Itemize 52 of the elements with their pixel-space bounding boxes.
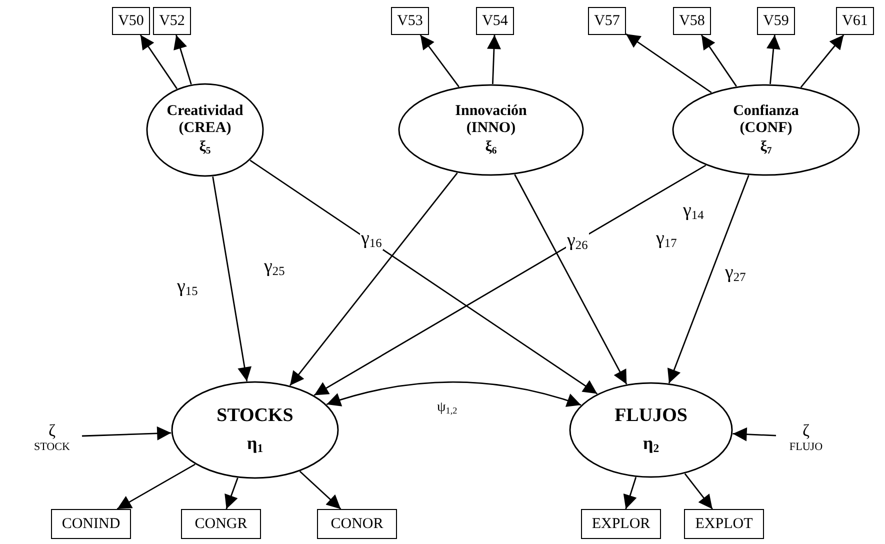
indicator-box: V59	[757, 7, 795, 35]
arrow	[766, 34, 780, 84]
variable-name: FLUJOS	[614, 404, 688, 427]
arrow	[420, 34, 460, 88]
arrow	[800, 34, 844, 88]
arrow	[626, 33, 712, 94]
indicator-box: V53	[391, 7, 429, 35]
indicator-box: V57	[588, 7, 626, 35]
variable-name: Innovación (INNO)	[454, 102, 528, 138]
edge-label: ψ$_{1,2}$	[436, 400, 458, 416]
arrow	[299, 470, 342, 510]
arrow	[289, 172, 458, 386]
variable-name: Creatividad (CREA)	[166, 102, 244, 138]
arrow	[684, 473, 713, 510]
variable-symbol: η$_{2}$	[642, 432, 660, 456]
arrow	[487, 34, 501, 84]
latent-variable-ellipse	[672, 84, 860, 176]
indicator-box: CONOR	[317, 509, 397, 539]
arrow	[250, 160, 598, 394]
variable-symbol: η$_{1}$	[246, 432, 264, 456]
latent-variable-ellipse	[569, 382, 733, 478]
arrow	[623, 476, 637, 510]
arrow	[116, 464, 196, 510]
indicator-box: EXPLOT	[684, 509, 764, 539]
variable-symbol: ξ$_{6}$	[485, 139, 497, 158]
indicator-box: CONGR	[181, 509, 261, 539]
latent-variable-ellipse	[171, 381, 339, 479]
indicator-box: V61	[836, 7, 874, 35]
variable-symbol: ξ$_{7}$	[760, 139, 772, 158]
edge-label: γ$_{26}$	[566, 230, 589, 252]
latent-variable-ellipse	[398, 84, 584, 176]
arrow	[140, 34, 178, 90]
indicator-box: EXPLOR	[581, 509, 661, 539]
arrow	[174, 34, 192, 84]
indicator-box: V50	[112, 7, 150, 35]
variable-name: Confianza (CONF)	[732, 102, 800, 138]
arrow	[667, 174, 750, 384]
variable-name: STOCKS	[216, 404, 294, 427]
arrow	[514, 174, 628, 385]
arrow	[700, 34, 737, 87]
arrow	[732, 427, 776, 442]
arrow	[212, 176, 252, 382]
indicator-box: V58	[673, 7, 711, 35]
indicator-box: V52	[153, 7, 191, 35]
variable-symbol: ξ$_{5}$	[199, 139, 211, 158]
arrow	[314, 164, 706, 396]
double-headed-arrow	[326, 381, 582, 408]
arrow	[82, 426, 172, 440]
indicator-box: V54	[476, 7, 514, 35]
indicator-box: CONIND	[51, 509, 131, 539]
arrow	[224, 478, 238, 510]
latent-variable-ellipse	[146, 83, 264, 177]
